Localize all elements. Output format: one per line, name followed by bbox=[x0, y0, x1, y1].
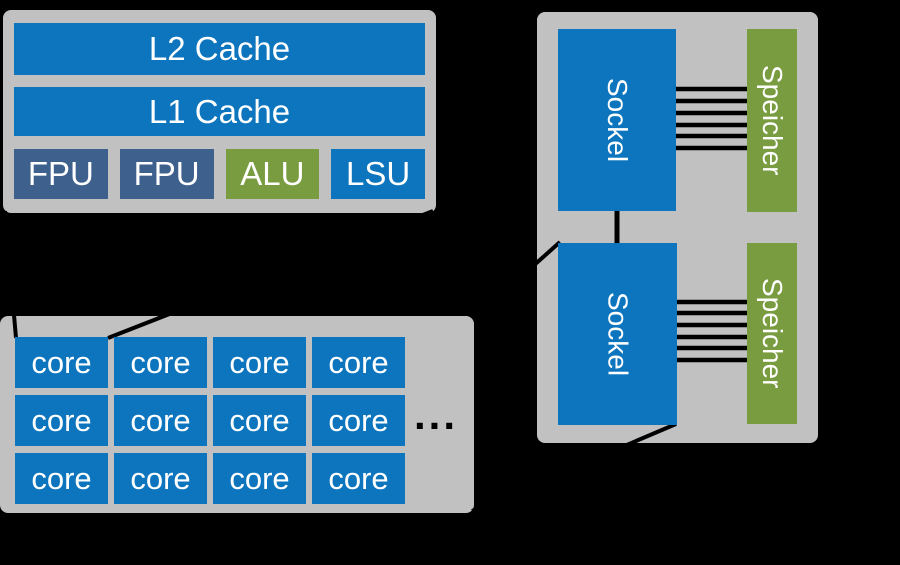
fpu-block: FPU bbox=[119, 149, 214, 199]
lsu-block: LSU bbox=[331, 149, 425, 199]
memory-block-1: Speicher bbox=[747, 29, 797, 212]
memory-block-2: Speicher bbox=[747, 243, 797, 424]
l1-cache-block: L1 Cache bbox=[14, 87, 425, 136]
cores-grid: core core core core core core core core … bbox=[15, 337, 405, 504]
core-block: core bbox=[15, 337, 108, 388]
socket-label: Sockel bbox=[602, 77, 633, 163]
node-panel: Sockel Speicher Sockel Speicher bbox=[537, 12, 818, 443]
alu-block: ALU bbox=[225, 149, 320, 199]
socket-label: Sockel bbox=[602, 291, 634, 377]
memory-label: Speicher bbox=[757, 278, 788, 389]
socket-block-2: Sockel bbox=[558, 243, 677, 425]
execution-units-row: FPU FPU ALU LSU bbox=[14, 149, 425, 199]
core-block: core bbox=[312, 337, 405, 388]
core-block: core bbox=[312, 395, 405, 446]
core-block: core bbox=[213, 337, 306, 388]
l2-cache-block: L2 Cache bbox=[14, 23, 425, 75]
core-detail-panel: L2 Cache L1 Cache FPU FPU ALU LSU bbox=[3, 10, 436, 213]
processor-panel: core core core core core core core core … bbox=[0, 316, 474, 513]
memory-label: Speicher bbox=[757, 65, 788, 176]
core-block: core bbox=[15, 395, 108, 446]
core-block: core bbox=[312, 453, 405, 504]
more-cores-ellipsis: ... bbox=[413, 391, 458, 438]
core-block: core bbox=[114, 453, 207, 504]
core-block: core bbox=[114, 337, 207, 388]
core-block: core bbox=[213, 453, 306, 504]
socket-block-1: Sockel bbox=[558, 29, 676, 211]
core-block: core bbox=[213, 395, 306, 446]
core-block: core bbox=[15, 453, 108, 504]
core-block: core bbox=[114, 395, 207, 446]
fpu-block: FPU bbox=[14, 149, 108, 199]
